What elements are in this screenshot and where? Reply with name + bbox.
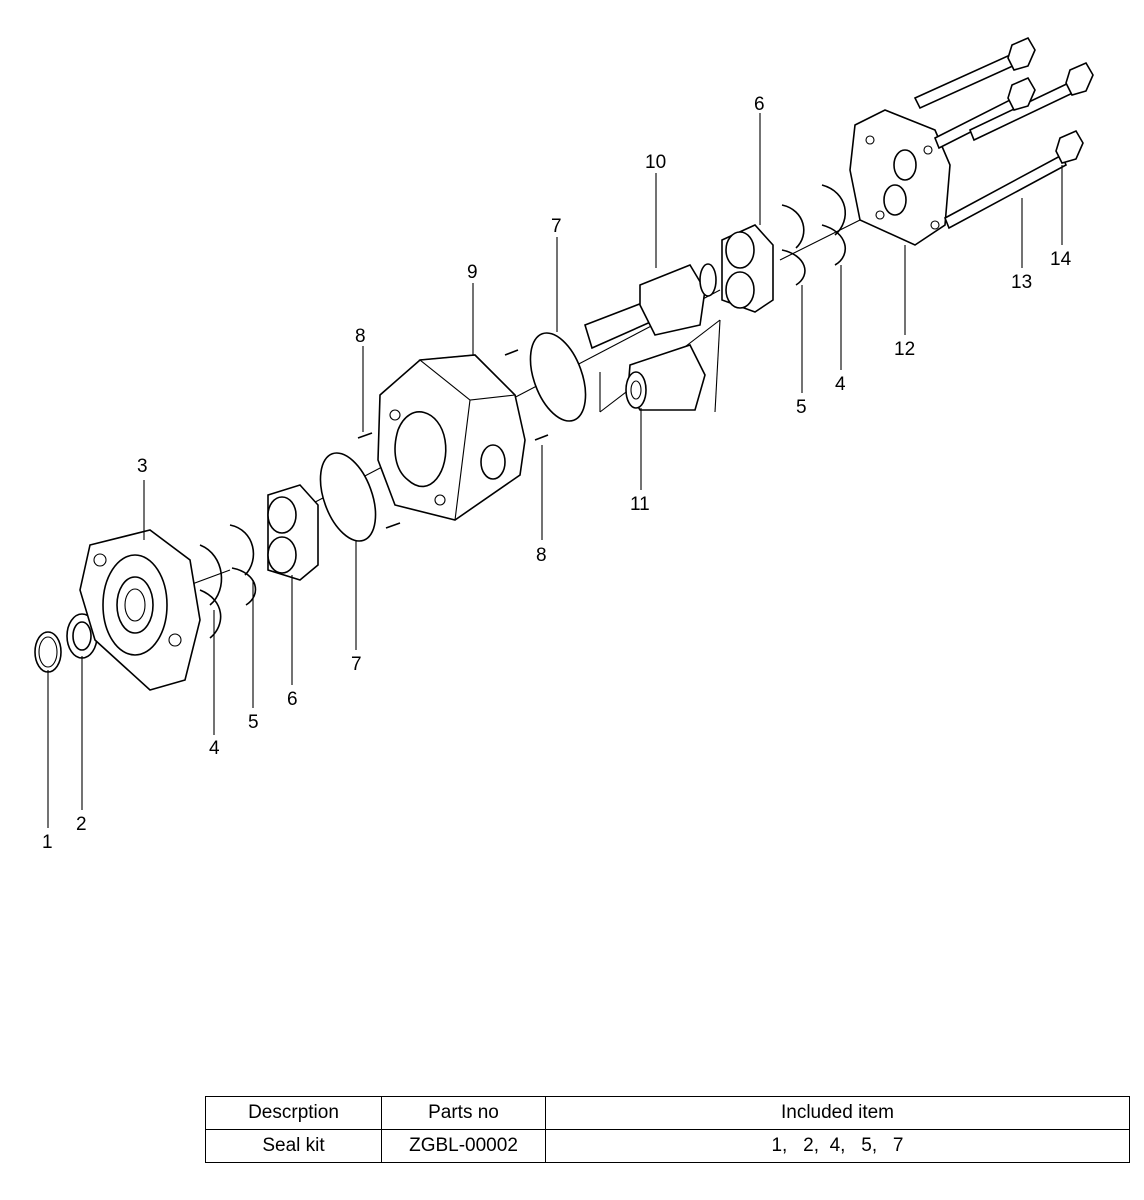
callout-5-right: 5 bbox=[796, 397, 807, 418]
callout-10: 10 bbox=[645, 152, 666, 173]
cell-parts-no: ZGBL-00002 bbox=[381, 1129, 546, 1163]
part-13-bolts bbox=[913, 53, 1081, 230]
exploded-pump-diagram: 1 2 3 4 5 6 7 8 8 9 7 10 11 6 5 4 12 13 … bbox=[34, 36, 1094, 853]
table-header-row: Descrption Parts no Included item bbox=[205, 1096, 1130, 1130]
callout-4-right: 4 bbox=[835, 374, 846, 395]
part-3-front-cover bbox=[79, 529, 201, 691]
callout-8-bottom: 8 bbox=[536, 545, 547, 566]
callout-1: 1 bbox=[42, 832, 53, 853]
part-7-gasket-left bbox=[319, 452, 377, 542]
part-14-bolt-heads bbox=[1007, 36, 1094, 164]
part-6-bushing-right bbox=[721, 224, 774, 313]
cell-description: Seal kit bbox=[205, 1129, 382, 1163]
callout-14: 14 bbox=[1050, 249, 1072, 270]
callout-3: 3 bbox=[137, 456, 148, 477]
callout-6-right: 6 bbox=[754, 94, 765, 115]
part-7-gasket-right bbox=[529, 332, 587, 422]
header-parts-no: Parts no bbox=[381, 1096, 546, 1130]
callout-5-left: 5 bbox=[248, 712, 259, 733]
part-5-seal-ring-right bbox=[781, 204, 806, 286]
cell-included: 1, 2, 4, 5, 7 bbox=[545, 1129, 1130, 1163]
part-9-gear-housing bbox=[377, 354, 526, 521]
part-5-seal-ring-left bbox=[229, 524, 257, 606]
callout-4-left: 4 bbox=[209, 738, 220, 759]
callout-7-left: 7 bbox=[351, 654, 362, 675]
part-10-drive-gear bbox=[584, 263, 717, 350]
callout-2: 2 bbox=[76, 814, 87, 835]
part-11-driven-gear bbox=[625, 344, 706, 411]
part-6-bushing-left bbox=[267, 484, 319, 581]
callout-11: 11 bbox=[630, 494, 650, 515]
header-included-item: Included item bbox=[545, 1096, 1130, 1130]
part-12-rear-cover bbox=[849, 109, 951, 246]
callout-8-top: 8 bbox=[355, 326, 366, 347]
callout-12: 12 bbox=[894, 339, 915, 360]
table-row: Seal kit ZGBL-00002 1, 2, 4, 5, 7 bbox=[205, 1129, 1130, 1163]
callout-labels: 1 2 3 4 5 6 7 8 8 9 7 10 11 6 5 4 12 13 … bbox=[42, 94, 1072, 853]
seal-kit-table: Descrption Parts no Included item Seal k… bbox=[205, 1096, 1130, 1163]
header-description: Descrption bbox=[205, 1096, 382, 1130]
part-8-dowel-pins bbox=[357, 349, 549, 529]
callout-9: 9 bbox=[467, 262, 478, 283]
callout-13: 13 bbox=[1011, 272, 1032, 293]
part-1-snap-ring bbox=[34, 631, 62, 673]
callout-7-right: 7 bbox=[551, 216, 562, 237]
part-4-backup-ring-left bbox=[199, 544, 223, 639]
leader-lines bbox=[47, 113, 1063, 828]
part-4-backup-ring-right bbox=[821, 184, 846, 266]
callout-6-left: 6 bbox=[287, 689, 298, 710]
